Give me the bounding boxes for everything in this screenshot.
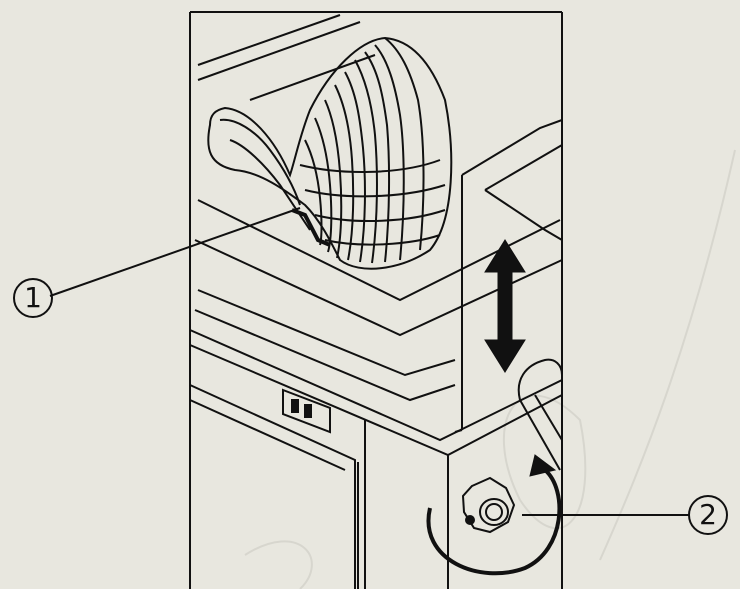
outlet-icon [282, 388, 331, 434]
callout-2-circle [688, 495, 728, 535]
lever-handle [517, 358, 563, 471]
callout-1-circle [13, 278, 53, 318]
rotation-arrow-icon [426, 454, 562, 576]
knob-icon [461, 476, 516, 534]
headrest [207, 36, 453, 270]
callout-2-label: 2 [699, 498, 717, 531]
double-vertical-arrow-icon [484, 239, 526, 373]
cabinet-frame [189, 11, 563, 589]
callout-lines [49, 207, 690, 516]
callout-1-label: 1 [24, 281, 42, 314]
